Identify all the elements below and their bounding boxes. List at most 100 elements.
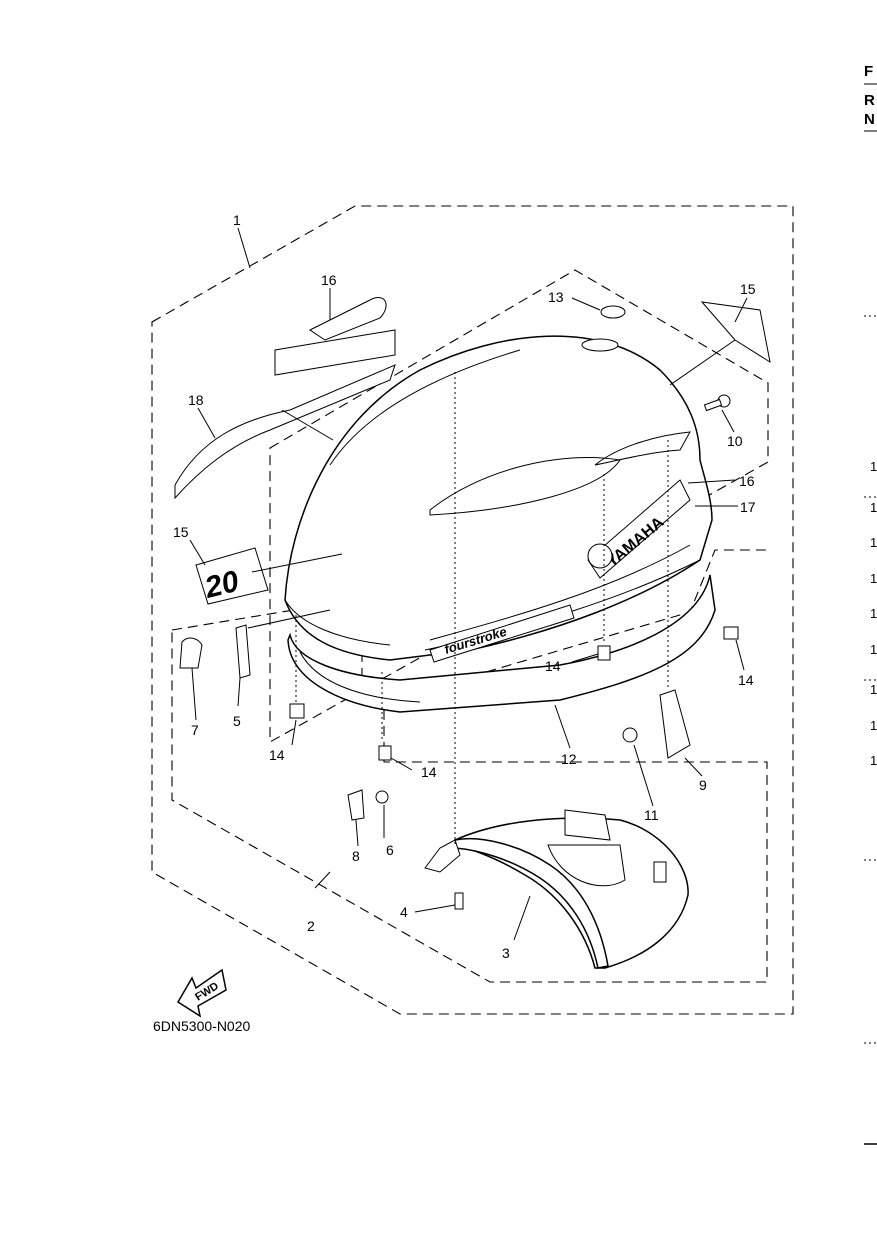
leader-line — [633, 744, 654, 807]
leader-line — [513, 895, 531, 941]
leader-line — [247, 609, 331, 629]
callout-2: 2 — [307, 918, 315, 934]
nut-6 — [375, 790, 389, 804]
cap-13 — [600, 305, 626, 319]
edge-letter-n: N — [864, 111, 875, 128]
callout-14-b: 14 — [421, 764, 437, 780]
callout-12: 12 — [561, 751, 577, 767]
assembly-boundary-inner — [424, 549, 767, 691]
decal-16-upper — [274, 329, 396, 376]
screw-4 — [454, 892, 464, 910]
edge-number: 1 — [870, 682, 877, 697]
bracket-8 — [347, 789, 365, 821]
leader-line — [314, 871, 331, 889]
edge-number: 1 — [870, 606, 877, 621]
leader-line — [291, 719, 297, 746]
decal-16-curve — [309, 297, 387, 341]
leader-line — [237, 677, 241, 707]
edge-number: 1 — [870, 718, 877, 733]
leader-line — [251, 553, 343, 573]
bottom-cowling-rim — [454, 837, 609, 969]
callout-14-c: 14 — [545, 658, 561, 674]
bottom-cowling — [424, 809, 689, 969]
assembly-guides — [295, 372, 669, 845]
callout-15-left: 15 — [173, 524, 189, 540]
bottom-cowling-tab — [564, 809, 611, 841]
leader-line — [189, 539, 206, 566]
clip-14-c — [597, 645, 611, 661]
cowling-vent — [594, 431, 691, 466]
cowling-cap-seat — [581, 338, 619, 352]
brand-decal — [587, 479, 691, 579]
loose-decals: 20 — [174, 297, 771, 605]
leader-line — [687, 479, 736, 484]
leader-line — [554, 704, 571, 749]
seal-inner-line — [299, 651, 421, 703]
callout-6: 6 — [386, 842, 394, 858]
callout-16-lower: 16 — [739, 473, 755, 489]
diagram-code: 6DN5300-N020 — [153, 1018, 250, 1034]
seal-12 — [287, 574, 716, 713]
leader-line — [237, 227, 251, 269]
leader-lines — [189, 227, 748, 941]
seal-ring — [287, 574, 716, 713]
callout-13: 13 — [548, 289, 564, 305]
callout-7: 7 — [191, 722, 199, 738]
assembly-boundary-top-cowling — [269, 269, 769, 743]
callout-14-a: 14 — [269, 747, 285, 763]
leader-line — [684, 757, 703, 777]
edge-number: 1 — [870, 535, 877, 550]
callout-5: 5 — [233, 713, 241, 729]
callout-16-upper: 16 — [321, 272, 337, 288]
fwd-arrow-icon — [176, 968, 227, 1018]
bottom-cowling-opening — [547, 844, 626, 887]
clip-14-b — [378, 745, 392, 761]
decal-18 — [174, 364, 396, 500]
edge-number: 1 — [870, 500, 877, 515]
callout-11: 11 — [644, 807, 659, 823]
cowling-crease — [329, 349, 521, 466]
leader-line — [390, 757, 413, 771]
assembly-boundary-2 — [171, 603, 768, 983]
leader-line — [197, 407, 216, 439]
leader-line — [571, 653, 599, 663]
bracket-9 — [659, 689, 691, 759]
cowling-lower-edge — [284, 599, 391, 646]
callout-9: 9 — [699, 777, 707, 793]
leader-line — [721, 409, 735, 433]
edge-letter-r: R — [864, 92, 875, 109]
callout-4: 4 — [400, 904, 408, 920]
decal-15-number-text: 20 — [201, 565, 243, 605]
leader-line — [414, 904, 456, 913]
callout-14-d: 14 — [738, 672, 754, 688]
leader-line — [734, 297, 748, 323]
nut-11 — [622, 727, 638, 743]
clip-14-a — [289, 703, 305, 719]
decal-15-left — [195, 547, 269, 605]
model-decal — [429, 604, 575, 663]
callout-17: 17 — [740, 499, 756, 515]
brand-logo-icon — [587, 543, 613, 569]
clip-14-d — [723, 626, 739, 640]
leader-line — [281, 409, 334, 441]
page-edge-column: 1 1 1 1 1 1 1 1 1 — [864, 315, 877, 1145]
page-edge-header: F R N — [864, 63, 877, 132]
edge-number: 1 — [870, 459, 877, 474]
cowling-side-line — [429, 544, 691, 641]
leader-line — [355, 819, 359, 847]
bottom-cowling-boss — [653, 861, 667, 883]
leader-line — [735, 639, 745, 671]
callout-10: 10 — [727, 433, 743, 449]
callout-labels: 1 2 3 4 5 6 7 8 9 10 11 12 13 14 14 14 1… — [173, 212, 756, 961]
handle-7 — [179, 637, 203, 669]
hardware — [179, 394, 739, 910]
leader-line — [571, 297, 601, 311]
fwd-arrow: FWD — [176, 968, 227, 1018]
assembly-boundary-1 — [151, 205, 794, 1015]
callout-8: 8 — [352, 848, 360, 864]
callout-15-right: 15 — [740, 281, 756, 297]
callout-3: 3 — [502, 945, 510, 961]
latch-5 — [235, 624, 251, 679]
leader-line — [191, 667, 197, 721]
